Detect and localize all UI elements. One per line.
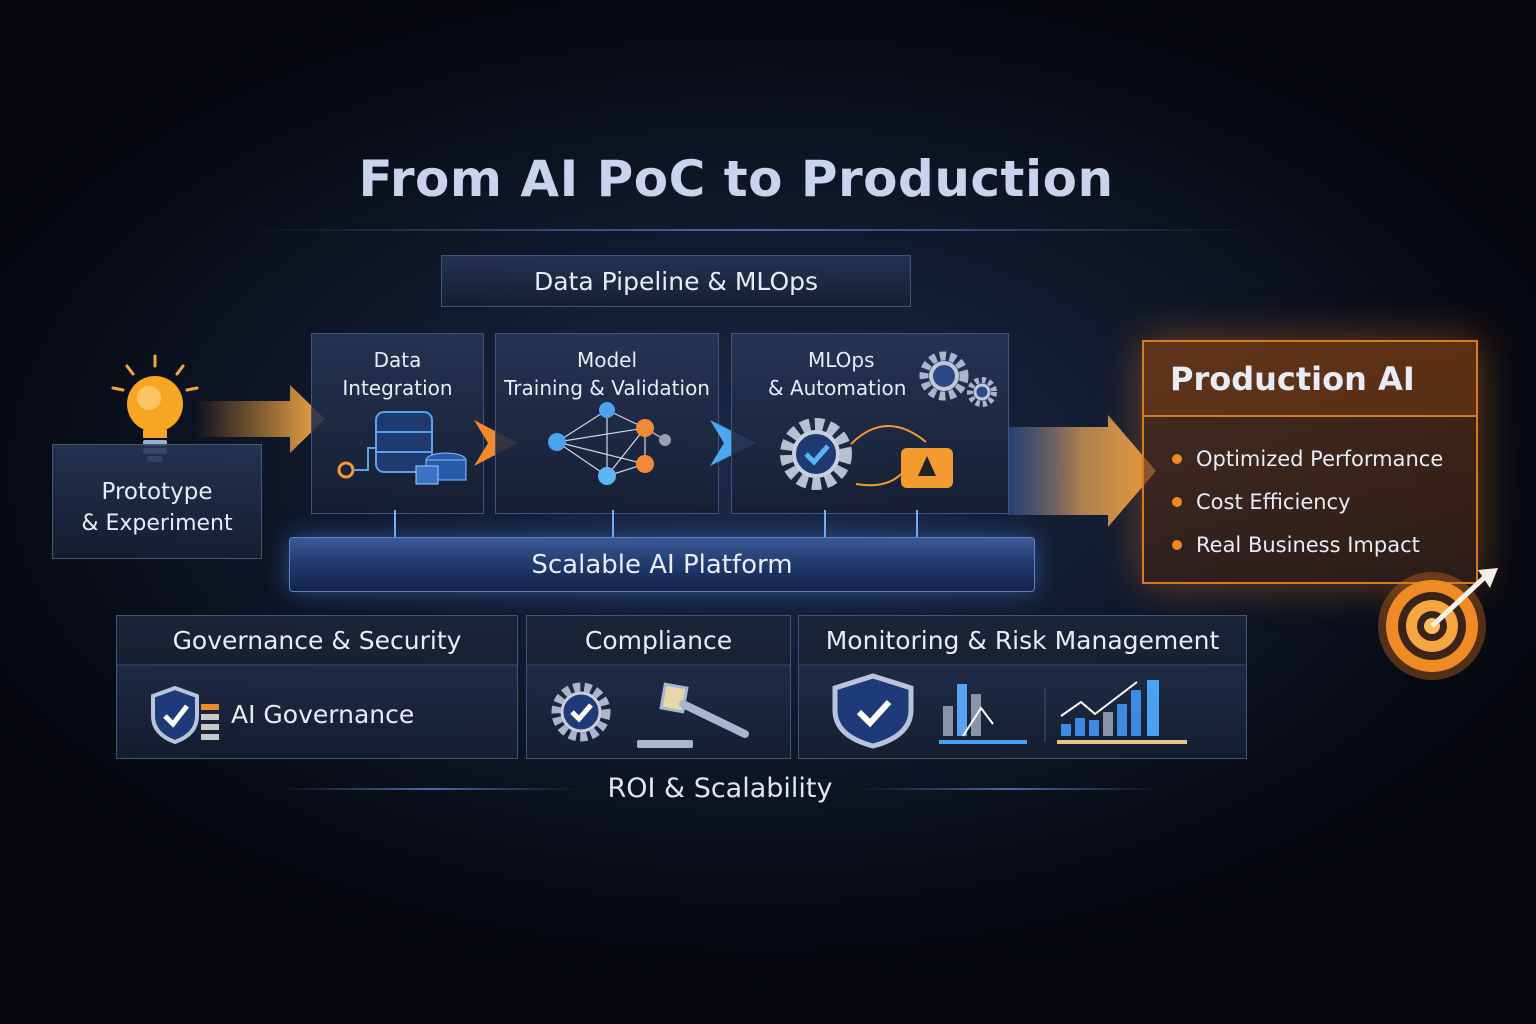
section-title: Compliance	[527, 616, 790, 666]
automation-gear-check-icon	[780, 418, 953, 490]
footer-line-left	[280, 788, 580, 790]
gears-icon	[919, 351, 997, 407]
governance-security-box: Governance & Security AI Governance	[116, 615, 518, 759]
production-item: Real Business Impact	[1172, 523, 1476, 566]
connector	[916, 510, 918, 538]
stage-title: Model	[576, 348, 638, 372]
item-label: Optimized Performance	[1196, 446, 1444, 471]
gavel-icon	[637, 682, 749, 748]
stage-subtitle: & Automation	[768, 376, 907, 400]
stage-subtitle: Integration	[342, 376, 453, 400]
arrow-to-production	[1008, 415, 1156, 527]
connector	[612, 510, 614, 538]
prototype-box: Prototype & Experiment	[52, 444, 262, 559]
section-title: Monitoring & Risk Management	[799, 616, 1246, 666]
title-divider	[250, 229, 1260, 231]
stage-subtitle: Training & Validation	[504, 376, 710, 400]
monitoring-risk-box: Monitoring & Risk Management	[798, 615, 1247, 759]
item-label: Cost Efficiency	[1196, 489, 1351, 514]
compliance-icons	[551, 682, 749, 748]
page-title: From AI PoC to Production	[358, 150, 1114, 208]
monitoring-icons	[832, 673, 1187, 749]
neural-network-icon	[548, 402, 671, 485]
bullet-icon	[1172, 496, 1182, 507]
pipeline-header: Data Pipeline & MLOps	[441, 255, 911, 307]
shield-check-icon	[832, 673, 914, 749]
growth-chart-icon	[1057, 680, 1187, 744]
gear-check-icon	[551, 682, 611, 742]
production-item: Cost Efficiency	[1172, 480, 1476, 523]
footer-line-right	[860, 788, 1160, 790]
section-title: Governance & Security	[117, 616, 517, 666]
stage-data-integration: Data Integration	[311, 333, 484, 514]
production-item: Optimized Performance	[1172, 437, 1476, 480]
target-icon	[1378, 568, 1498, 680]
production-title: Production AI	[1144, 342, 1476, 417]
stage-title: Data	[373, 348, 422, 372]
footer-label: ROI & Scalability	[607, 773, 833, 804]
shield-check-icon	[151, 685, 219, 744]
database-icon	[337, 411, 466, 485]
connector	[824, 510, 826, 538]
compliance-box: Compliance	[526, 615, 791, 759]
arrow-to-integration	[195, 385, 325, 453]
bar-chart-icon	[939, 684, 1027, 744]
production-ai-box: Production AI Optimized Performance Cost…	[1142, 340, 1478, 584]
connector	[394, 510, 396, 538]
stage-model-training: Model Training & Validation	[495, 333, 719, 514]
prototype-subtitle: & Experiment	[81, 511, 233, 536]
item-label: Real Business Impact	[1196, 532, 1420, 557]
bullet-icon	[1172, 539, 1182, 550]
bullet-icon	[1172, 453, 1182, 464]
stage-mlops: MLOps & Automation	[731, 333, 1009, 514]
prototype-title: Prototype	[101, 479, 213, 505]
stage-title: MLOps	[808, 348, 875, 372]
ai-governance-label: AI Governance	[231, 699, 415, 729]
platform-bar: Scalable AI Platform	[289, 537, 1035, 592]
